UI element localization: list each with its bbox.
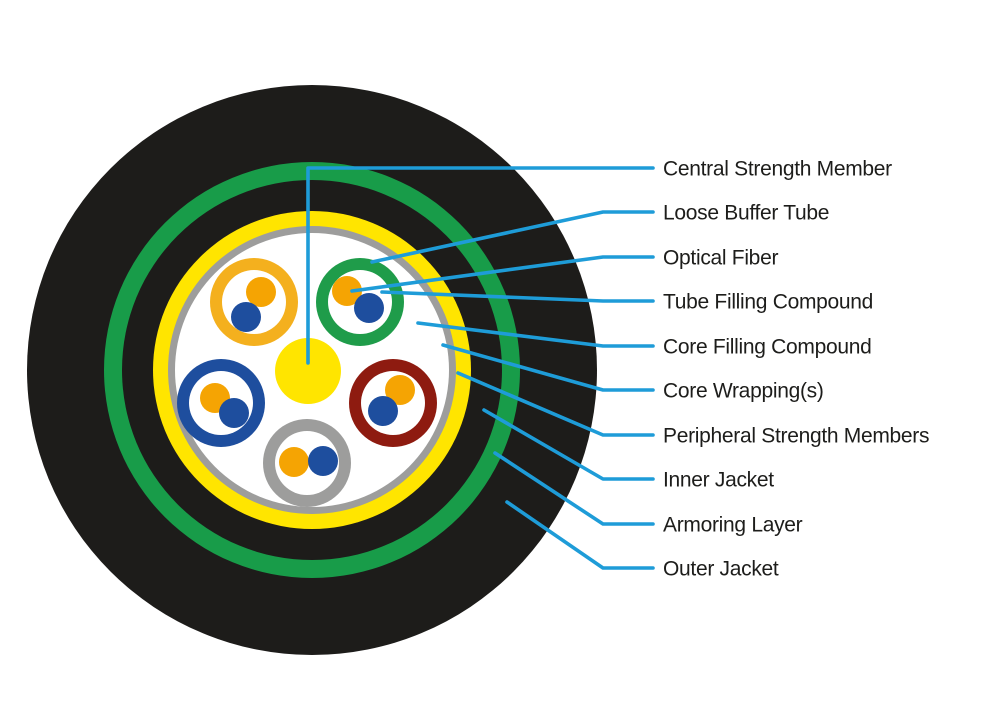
label-core-wrapping-s: Core Wrapping(s) bbox=[663, 380, 824, 403]
leader-line-optical-fiber bbox=[350, 255, 655, 293]
leader-line-loose-buffer-tube bbox=[370, 210, 655, 264]
leader-line-outer-jacket bbox=[505, 500, 655, 570]
buffer-tube-top-right-fiber-1 bbox=[332, 276, 362, 306]
label-peripheral-strength-members: Peripheral Strength Members bbox=[663, 425, 929, 448]
leader-line-core-filling-compound bbox=[416, 321, 655, 348]
leader-line-armoring-layer bbox=[493, 451, 655, 526]
buffer-tube-top-right-fiber-2 bbox=[354, 293, 384, 323]
leader-line-peripheral-strength-members bbox=[456, 371, 655, 437]
buffer-tube-left-fiber-2 bbox=[219, 398, 249, 428]
label-optical-fiber: Optical Fiber bbox=[663, 247, 778, 270]
buffer-tube-bottom-fiber-2 bbox=[308, 446, 338, 476]
label-tube-filling-compound: Tube Filling Compound bbox=[663, 291, 873, 314]
leader-line-core-wrapping-s bbox=[441, 343, 655, 392]
label-armoring-layer: Armoring Layer bbox=[663, 514, 803, 537]
buffer-tube-top-left-fiber-1 bbox=[246, 277, 276, 307]
buffer-tube-bottom-fiber-1 bbox=[279, 447, 309, 477]
leader-line-inner-jacket bbox=[482, 408, 655, 481]
label-central-strength-member: Central Strength Member bbox=[663, 158, 892, 181]
label-inner-jacket: Inner Jacket bbox=[663, 469, 774, 492]
buffer-tube-right-fiber-2 bbox=[368, 396, 398, 426]
leader-line-central-strength-member bbox=[306, 166, 655, 365]
buffer-tube-right-fiber-1 bbox=[385, 375, 415, 405]
label-loose-buffer-tube: Loose Buffer Tube bbox=[663, 202, 829, 225]
central-strength-member bbox=[275, 338, 341, 404]
leader-line-tube-filling-compound bbox=[380, 290, 655, 303]
label-core-filling-compound: Core Filling Compound bbox=[663, 336, 871, 359]
label-outer-jacket: Outer Jacket bbox=[663, 558, 779, 581]
buffer-tube-top-left-fiber-2 bbox=[231, 302, 261, 332]
